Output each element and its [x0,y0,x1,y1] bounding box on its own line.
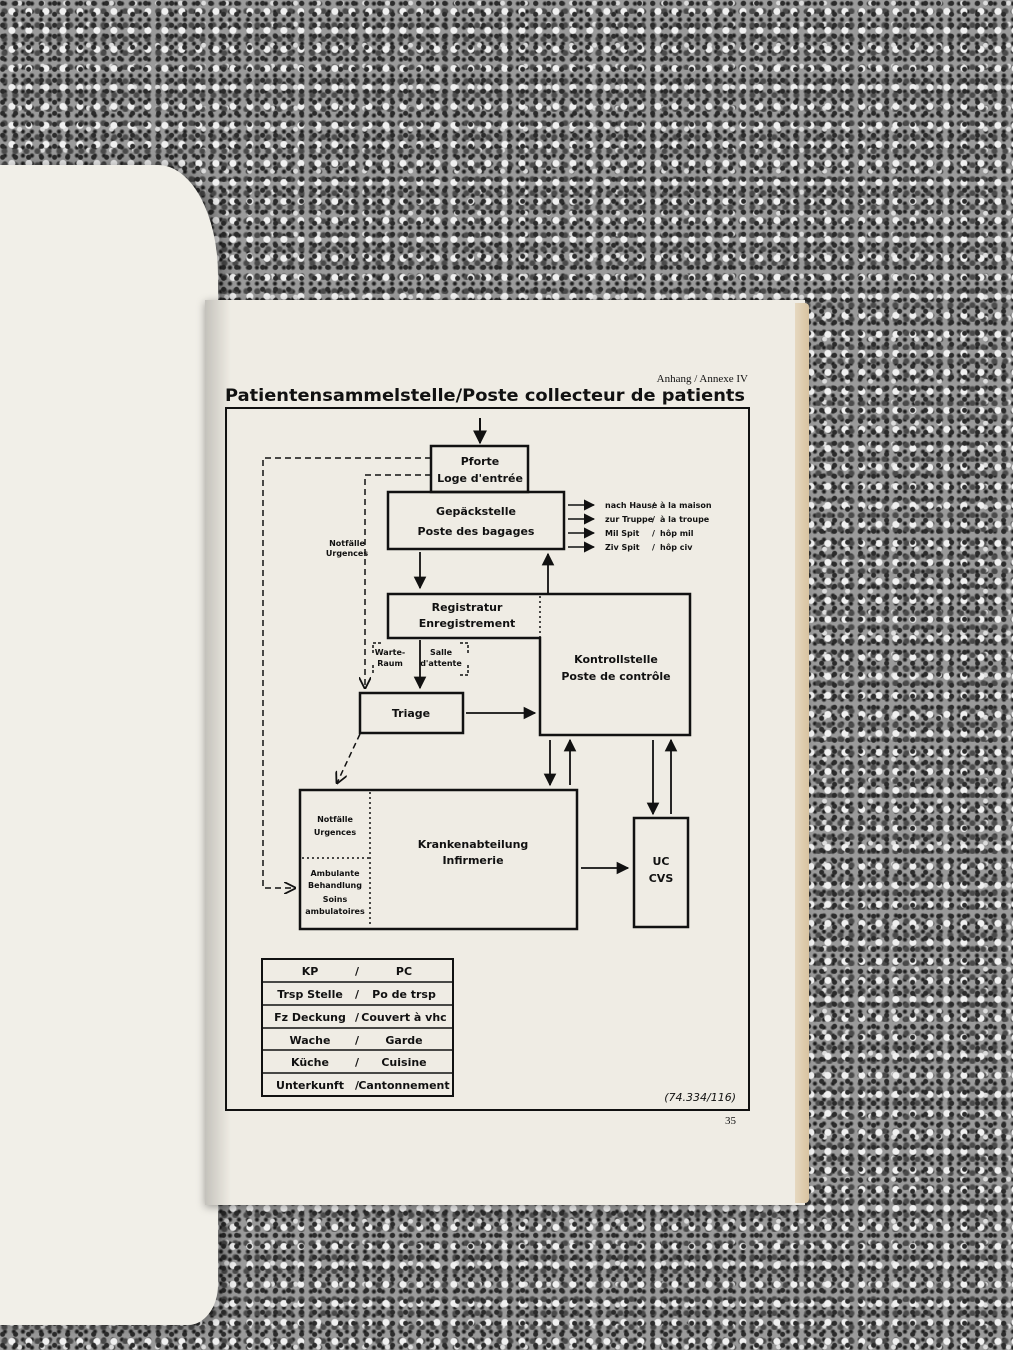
svg-text:Loge d'entrée: Loge d'entrée [437,472,523,485]
exit-arrows [568,499,596,553]
box-pforte: Pforte Loge d'entrée [429,444,530,494]
svg-text:/: / [355,1079,360,1092]
svg-text:Warte-: Warte- [375,648,405,657]
svg-text:zur Truppe: zur Truppe [605,515,654,524]
dashed-triage-to-emergency [337,733,361,783]
svg-text:UC: UC [652,855,669,868]
svg-text:Poste des bagages: Poste des bagages [418,525,535,538]
svg-text:Kontrollstelle: Kontrollstelle [574,653,658,666]
exit-labels: nach Hause / à la maison zur Truppe / à … [605,501,712,552]
svg-text:Po de trsp: Po de trsp [372,988,436,1001]
svg-text:/: / [355,1011,360,1024]
box-gepaeckstelle: Gepäckstelle Poste des bagages [386,490,566,551]
svg-text:Gepäckstelle: Gepäckstelle [436,505,516,518]
svg-text:/: / [652,515,655,524]
page-title: Patientensammelstelle/Poste collecteur d… [225,386,745,406]
svg-text:/: / [652,529,655,538]
waiting-room: Warte- Raum Salle d'attente [372,642,469,676]
svg-text:Triage: Triage [392,707,430,720]
svg-text:Pforte: Pforte [461,455,500,468]
svg-text:Trsp Stelle: Trsp Stelle [277,988,343,1001]
svg-text:/: / [355,988,360,1001]
svg-text:Notfälle: Notfälle [317,815,353,824]
svg-text:/: / [355,1034,360,1047]
svg-text:ambulatoires: ambulatoires [305,907,365,916]
svg-text:Fz Deckung: Fz Deckung [274,1011,346,1024]
box-triage: Triage [358,691,465,735]
svg-text:Krankenabteilung: Krankenabteilung [418,838,529,851]
side-label-notfaelle: Notfälle [329,539,365,548]
svg-text:Mil Spit: Mil Spit [605,529,639,538]
outer-frame [225,407,750,1111]
svg-text:/: / [652,543,655,552]
svg-text:Cuisine: Cuisine [381,1056,426,1069]
svg-text:Salle: Salle [430,648,453,657]
svg-text:Garde: Garde [385,1034,422,1047]
box-kontrollstelle: Kontrollstelle Poste de contrôle [561,653,670,683]
svg-text:Wache: Wache [290,1034,331,1047]
svg-text:Unterkunft: Unterkunft [276,1079,344,1092]
svg-text:Behandlung: Behandlung [308,881,362,890]
svg-text:Poste de contrôle: Poste de contrôle [561,670,670,683]
svg-text:Küche: Küche [291,1056,329,1069]
svg-text:Ambulante: Ambulante [310,869,360,878]
side-label-urgences: Urgences [326,549,368,558]
svg-text:Ziv Spit: Ziv Spit [605,543,640,552]
svg-text:Soins: Soins [323,895,348,904]
legend-table: KP / PC Trsp Stelle / Po de trsp Fz Deck… [261,958,454,1097]
page-number: 35 [725,1115,737,1127]
svg-text:/: / [355,1056,360,1069]
svg-text:Registratur: Registratur [432,601,503,614]
legend-fr: PC [396,965,412,978]
svg-text:Enregistrement: Enregistrement [419,617,516,630]
right-page [205,300,805,1205]
svg-text:Urgences: Urgences [314,828,356,837]
dashed-route-outer [262,457,431,888]
svg-text:d'attente: d'attente [420,659,462,668]
svg-text:/: / [652,501,655,510]
box-krankenabteilung: Notfälle Urgences Ambulante Behandlung S… [298,788,579,931]
reference-code: (74.334/116) [664,1091,736,1104]
svg-text:hôp civ: hôp civ [660,542,693,552]
box-registratur: Registratur Enregistrement [386,592,692,737]
svg-text:Infirmerie: Infirmerie [442,854,503,867]
svg-text:hôp mil: hôp mil [660,528,694,538]
dashed-route-inner [365,474,431,688]
svg-text:/: / [355,965,360,978]
svg-text:Couvert à vhc: Couvert à vhc [361,1011,446,1024]
page-edge [795,303,809,1203]
svg-text:CVS: CVS [649,872,674,885]
svg-text:à la troupe: à la troupe [660,515,710,524]
svg-text:Cantonnement: Cantonnement [358,1079,449,1092]
exit-fr: à la maison [660,501,712,510]
left-page [0,165,218,1325]
exit-de: nach Hause [605,501,658,510]
legend-de: KP [302,965,319,978]
annex-label: Anhang / Annexe IV [657,373,748,385]
svg-text:Raum: Raum [377,659,403,668]
box-uc-cvs: UC CVS [632,816,690,929]
